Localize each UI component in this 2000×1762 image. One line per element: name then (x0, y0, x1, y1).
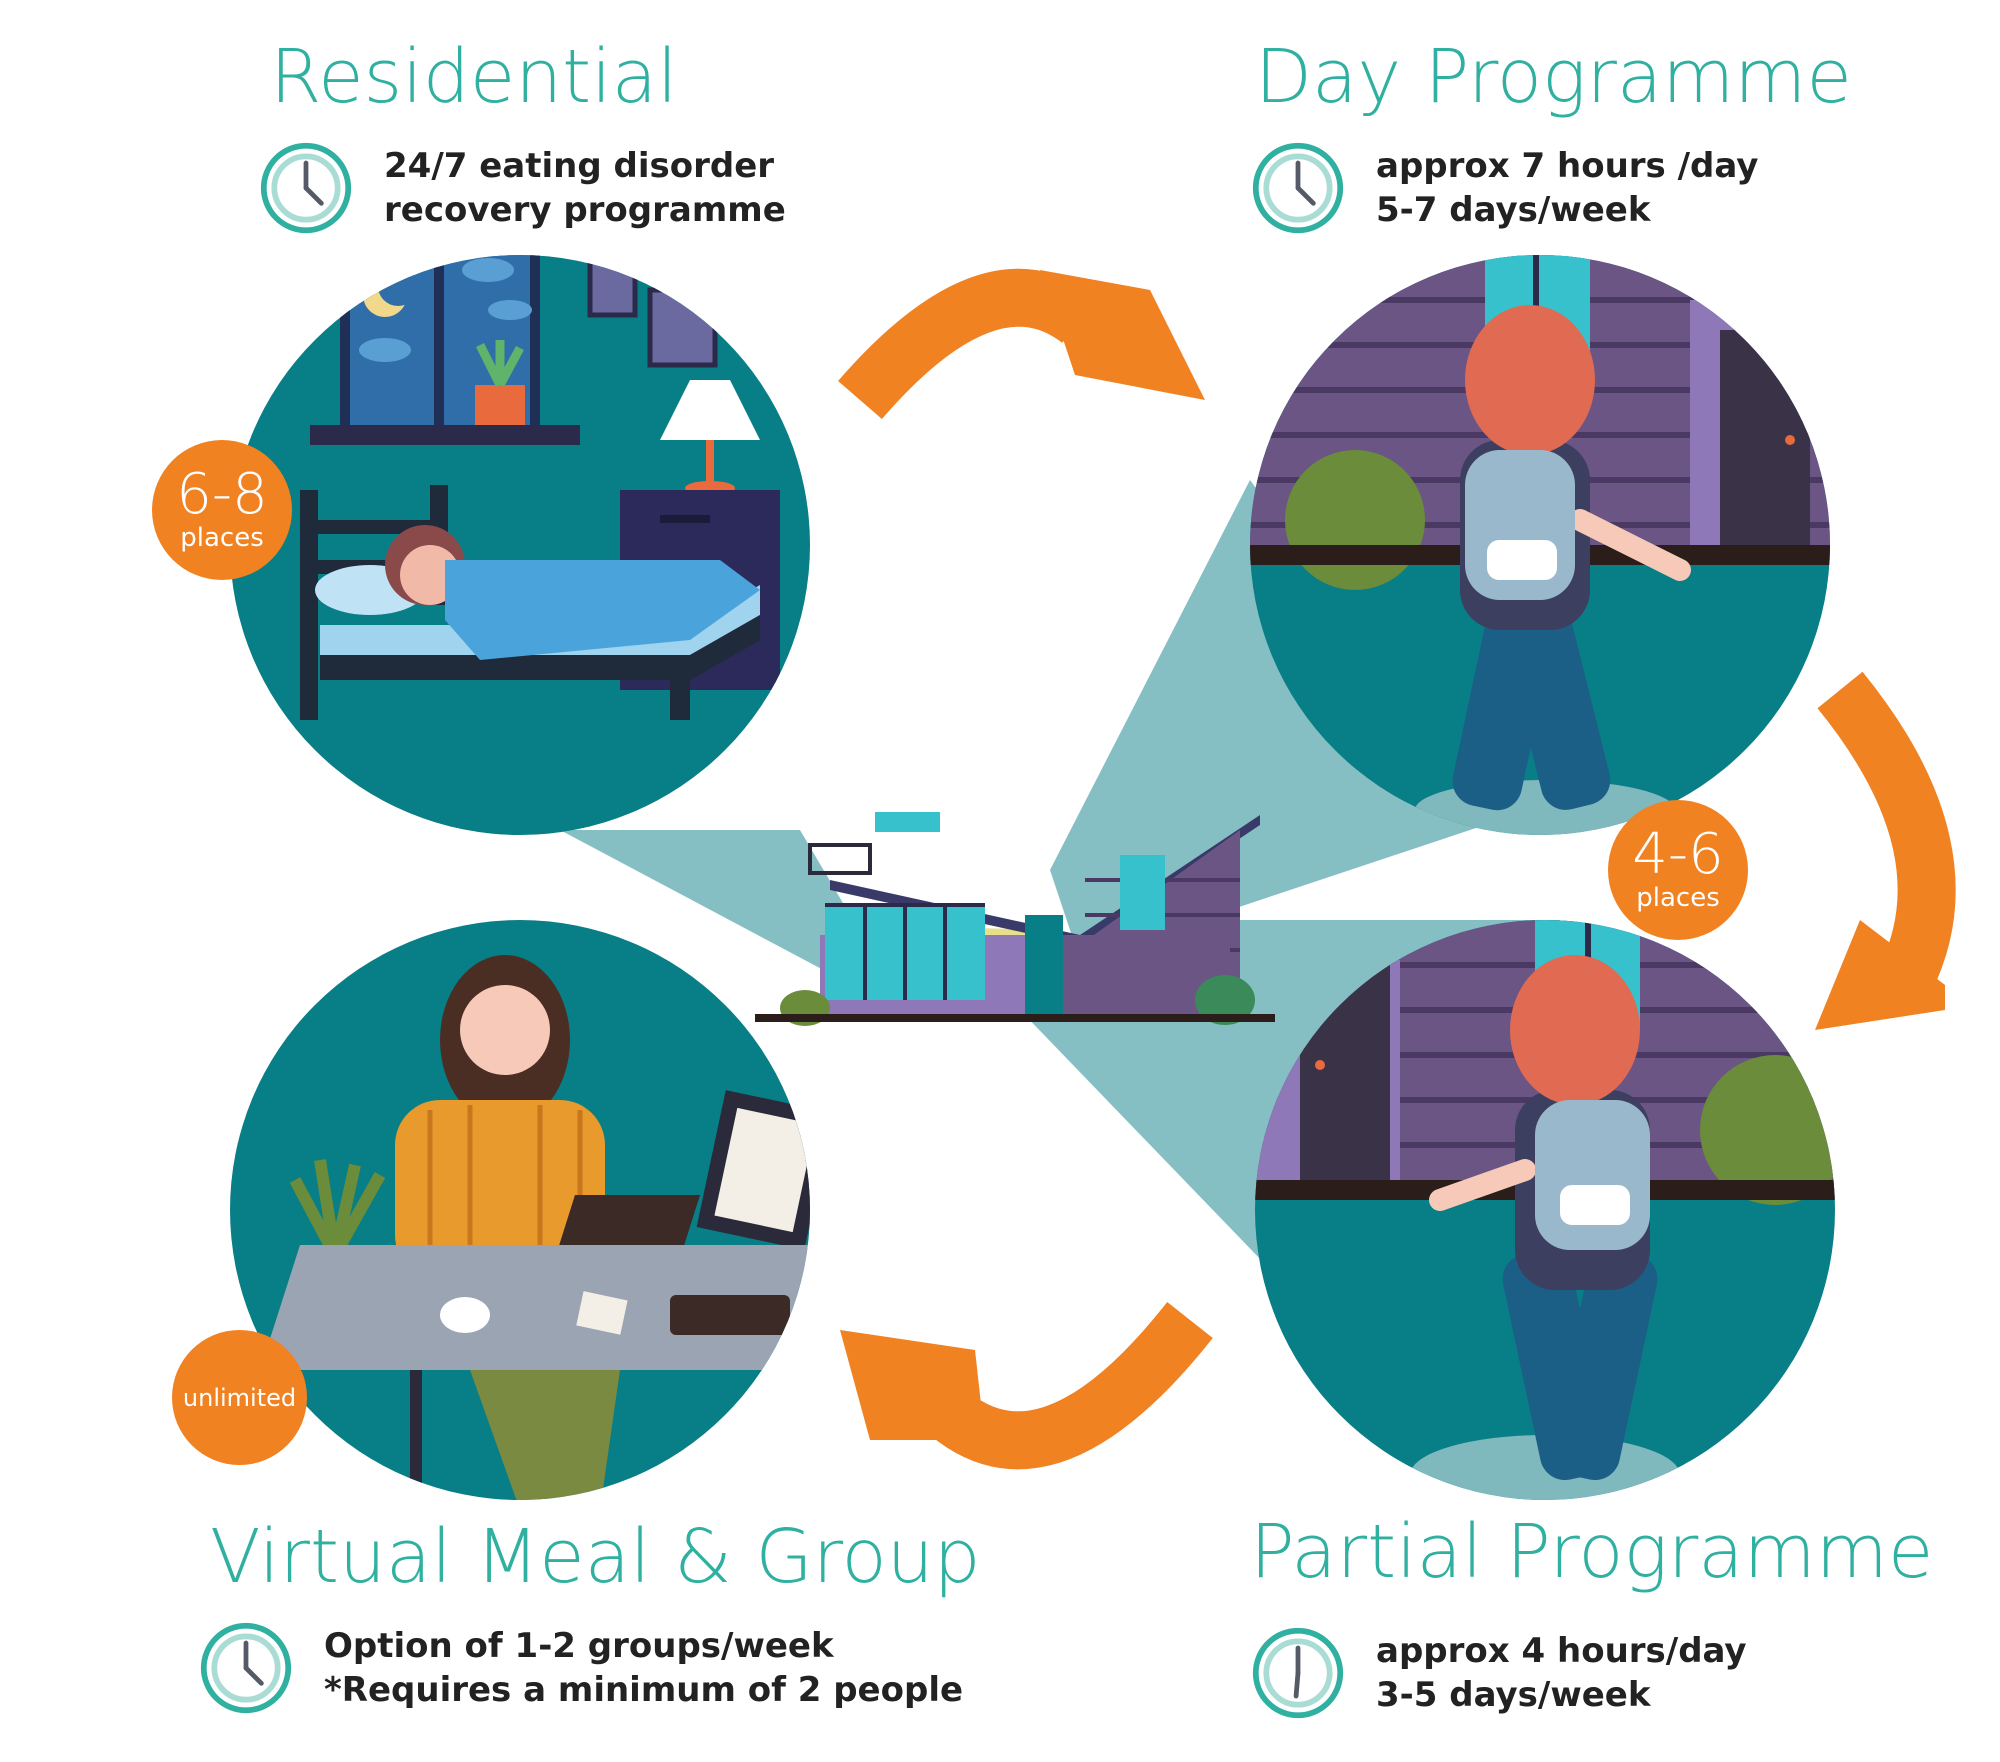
day-info: approx 7 hours /day 5-7 days/week (1250, 140, 1758, 236)
clock-icon (1252, 142, 1344, 234)
coffee-cup (440, 1297, 490, 1333)
badge-number: 4-6 (1632, 822, 1724, 887)
partial-scene (1255, 920, 1835, 1500)
day-line-1: approx 7 hours /day (1376, 146, 1759, 186)
backpack (1535, 1100, 1650, 1250)
partial-info: approx 4 hours/day 3-5 days/week (1250, 1625, 1747, 1721)
badge-unit: places (180, 523, 264, 553)
bush (1285, 450, 1425, 590)
partial-line-2: 3-5 days/week (1376, 1675, 1651, 1715)
day-line-2: 5-7 days/week (1376, 190, 1651, 230)
partial-line-1: approx 4 hours/day (1376, 1631, 1747, 1671)
clock-icon (200, 1622, 292, 1714)
virtual-line-1: Option of 1-2 groups/week (324, 1626, 834, 1666)
virtual-line-2: *Requires a minimum of 2 people (324, 1670, 964, 1710)
keyboard (670, 1295, 790, 1335)
plant-pot (475, 385, 525, 425)
arrow-residential-to-day (838, 268, 1205, 420)
desk (260, 1245, 810, 1370)
arrow-day-to-partial (1815, 671, 1956, 1030)
partial-title: Partial Programme (1250, 1509, 1934, 1595)
blanket (445, 560, 760, 660)
residential-title: Residential (270, 34, 678, 120)
badge-label: unlimited (182, 1383, 297, 1412)
residential-line-1: 24/7 eating disorder (384, 146, 775, 186)
lamp (660, 380, 760, 440)
virtual-unlimited-badge: unlimited (172, 1330, 307, 1465)
residential-scene (230, 255, 810, 835)
virtual-title: Virtual Meal & Group (210, 1514, 981, 1600)
beam-day (1050, 480, 1500, 960)
residential-line-2: recovery programme (384, 190, 786, 230)
sweater (395, 1100, 605, 1280)
virtual-scene (230, 920, 810, 1500)
house-icon (755, 812, 1275, 1026)
face (460, 985, 550, 1075)
partial-places-badge: 4-6 places (1608, 800, 1748, 940)
clock-icon (260, 142, 352, 234)
door (1720, 330, 1810, 555)
arrow-partial-to-virtual (840, 1302, 1213, 1470)
clock-icon (1252, 1627, 1344, 1719)
residential-places-badge: 6-8 places (152, 440, 292, 580)
hair (1510, 955, 1640, 1105)
day-title: Day Programme (1255, 34, 1852, 120)
virtual-info: Option of 1-2 groups/week *Requires a mi… (198, 1620, 963, 1716)
badge-unit: places (1636, 883, 1720, 913)
hair (1465, 305, 1595, 455)
badge-number: 6-8 (176, 462, 268, 527)
residential-info: 24/7 eating disorder recovery programme (258, 140, 786, 236)
